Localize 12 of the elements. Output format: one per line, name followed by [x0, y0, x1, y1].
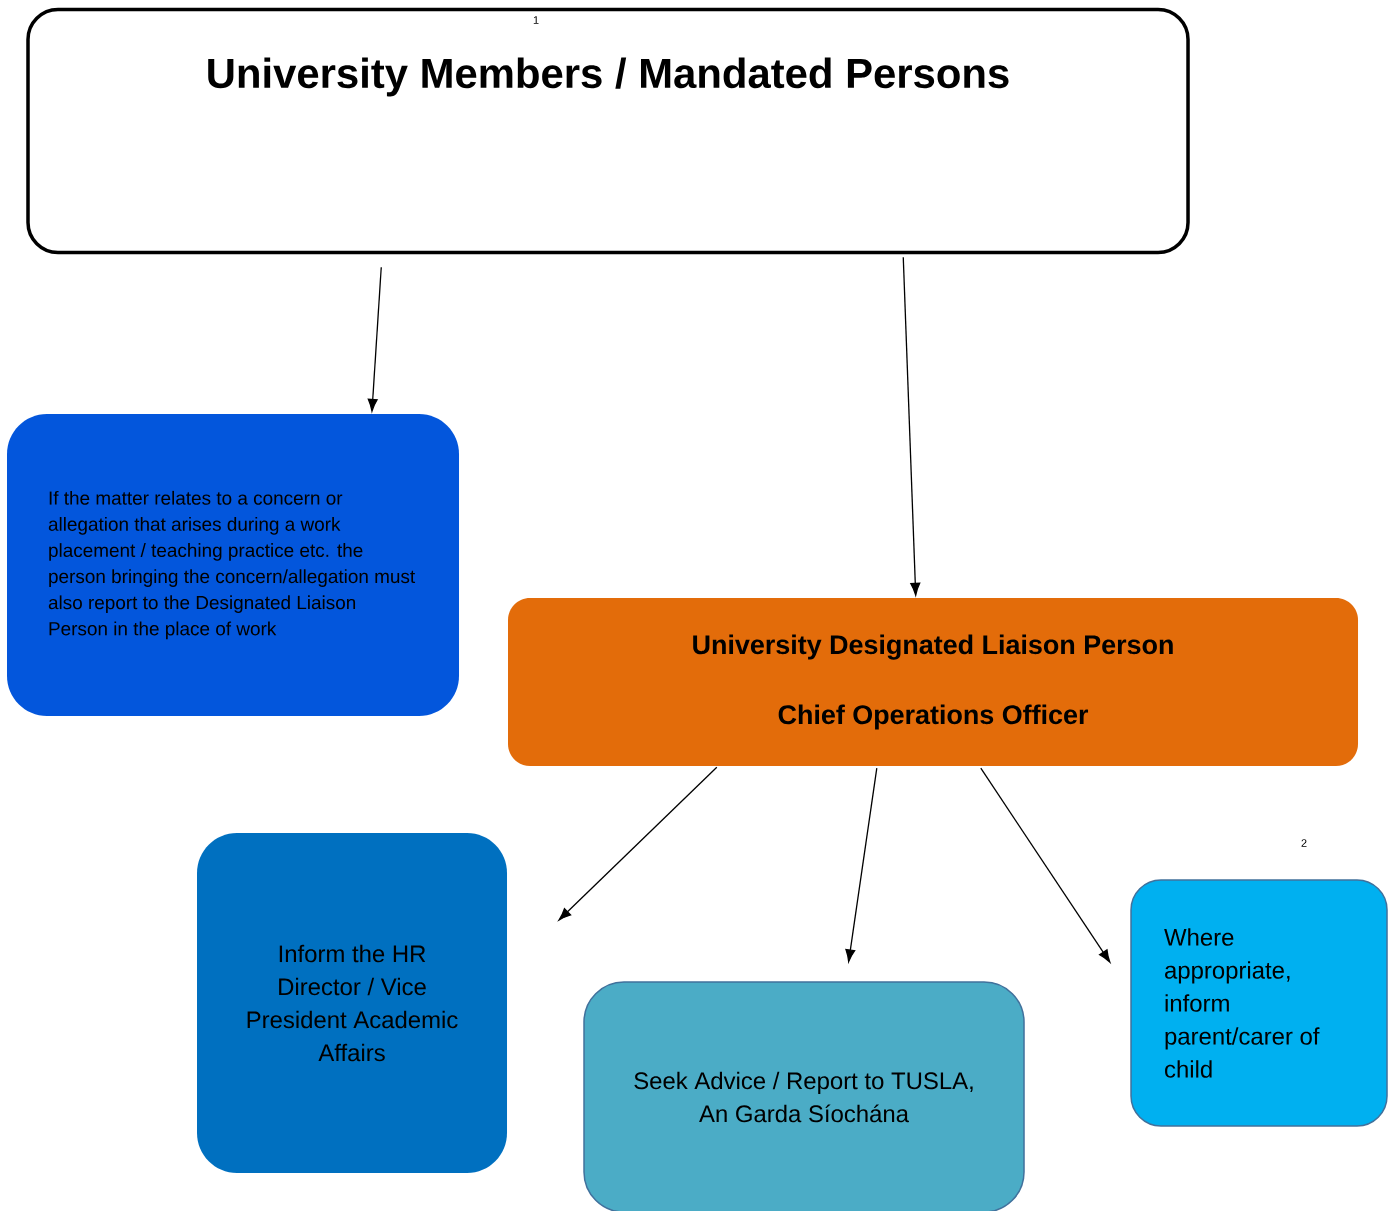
- arrow: [845, 767, 878, 963]
- action-box: Inform the HR Director / Vice President Academic Affairs: [197, 833, 507, 1173]
- arrow: [558, 766, 718, 921]
- footnote-mark: 2: [1301, 839, 1307, 847]
- action-box: Seek Advice / Report to TUSLA, An Garda Síochána: [583, 981, 1025, 1211]
- role-box: University Designated Liaison Person Chief Operations Officer: [508, 598, 1358, 766]
- note-box: If the matter relates to a concern or allegation that arises during a work placement / teaching practice etc. the person bringing the concern/allegation must also report to the Designated Liaison Person in the place of work: [7, 414, 459, 716]
- arrow: [367, 266, 382, 412]
- action-box: Where appropriate, inform parent/carer of child: [1130, 879, 1388, 1127]
- footnote-mark: 1: [533, 16, 539, 24]
- arrow: [980, 767, 1111, 963]
- arrow: [902, 256, 921, 596]
